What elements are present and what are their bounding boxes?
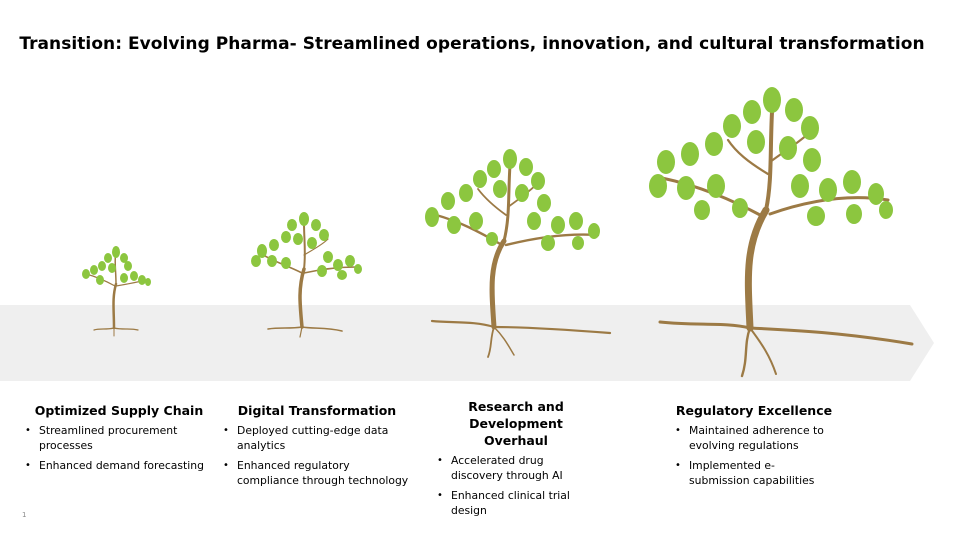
stage-title: Optimized Supply Chain <box>34 403 204 418</box>
bullet-item: Streamlined procurement processes <box>24 424 214 453</box>
bullet-item: Deployed cutting-edge data analytics <box>222 424 412 453</box>
bullet-item: Accelerated drug discovery through AI <box>436 454 596 483</box>
stage-4: Regulatory Excellence Maintained adheren… <box>674 402 834 494</box>
tree-stage-1 <box>82 246 151 337</box>
page-number: 1 <box>22 511 27 519</box>
tree-stage-2 <box>251 212 362 338</box>
stage-bullets: Streamlined procurement processes Enhanc… <box>24 424 214 474</box>
slide-title: Transition: Evolving Pharma- Streamlined… <box>19 34 925 54</box>
bullet-item: Implemented e-submission capabilities <box>674 459 834 488</box>
bullet-item: Enhanced clinical trial design <box>436 489 596 518</box>
tree-stage-4 <box>649 87 914 378</box>
stage-bullets: Deployed cutting-edge data analytics Enh… <box>222 424 412 488</box>
bullet-item: Maintained adherence to evolving regulat… <box>674 424 834 453</box>
stage-bullets: Accelerated drug discovery through AI En… <box>436 454 596 518</box>
bullet-item: Enhanced demand forecasting <box>24 459 214 474</box>
stage-title: Research and Development Overhaul <box>468 399 564 448</box>
stage-1: Optimized Supply Chain Streamlined procu… <box>24 402 214 480</box>
stage-title: Digital Transformation <box>237 403 397 418</box>
bullet-item: Enhanced regulatory compliance through t… <box>222 459 412 488</box>
stage-3: Research and Development Overhaul Accele… <box>436 398 596 524</box>
stage-bullets: Maintained adherence to evolving regulat… <box>674 424 834 488</box>
stage-2: Digital Transformation Deployed cutting-… <box>222 402 412 494</box>
stage-title: Regulatory Excellence <box>675 403 833 418</box>
tree-stage-3 <box>425 149 612 358</box>
